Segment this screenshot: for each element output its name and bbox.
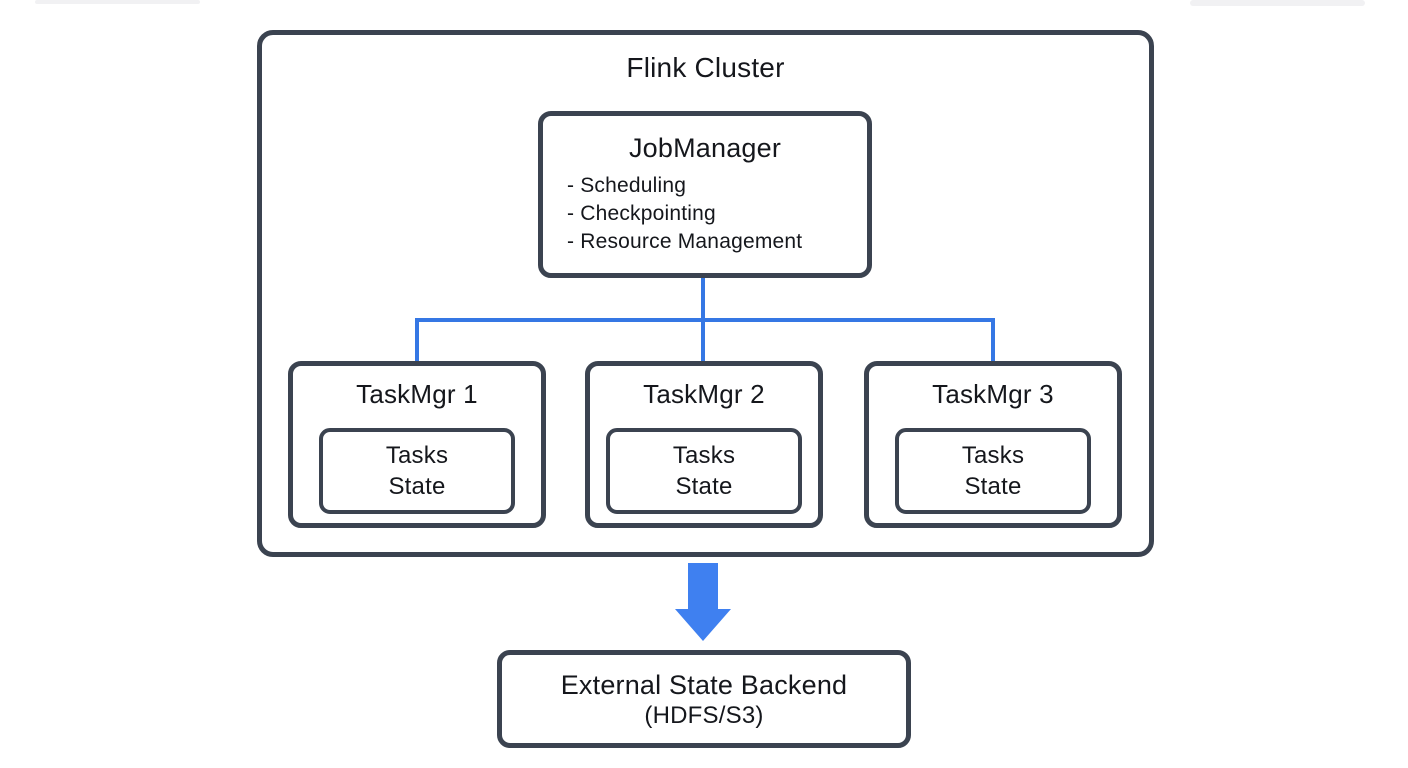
taskmgr3-box: TaskMgr 3 Tasks State	[864, 361, 1122, 528]
flink-cluster-title: Flink Cluster	[626, 52, 785, 83]
connector-drop-taskmgr1	[415, 318, 419, 362]
taskmgr1-state-label: State	[388, 473, 446, 500]
taskmgr3-tasks-state-box: Tasks State	[895, 428, 1091, 514]
external-backend-title: External State Backend	[560, 670, 848, 700]
top-right-crop-artifact	[1190, 0, 1365, 6]
jobmanager-box: JobManager - Scheduling - Checkpointing …	[538, 111, 872, 278]
connector-drop-taskmgr2	[701, 318, 705, 362]
taskmgr3-title: TaskMgr 3	[932, 379, 1054, 409]
jobmanager-bullet-scheduling: - Scheduling	[567, 174, 687, 197]
taskmgr2-title: TaskMgr 2	[643, 379, 765, 409]
jobmanager-bullet-list: - Scheduling - Checkpointing - Resource …	[567, 172, 867, 256]
connector-horizontal-bus	[415, 318, 995, 322]
taskmgr1-tasks-label: Tasks	[385, 442, 449, 469]
external-backend-subtitle: (HDFS/S3)	[644, 702, 764, 729]
top-left-crop-artifact	[35, 0, 200, 4]
taskmgr1-box: TaskMgr 1 Tasks State	[288, 361, 546, 528]
jobmanager-bullet-resource-management: - Resource Management	[567, 230, 803, 253]
taskmgr2-state-label: State	[675, 473, 733, 500]
jobmanager-bullet-checkpointing: - Checkpointing	[567, 202, 716, 225]
taskmgr1-tasks-state-box: Tasks State	[319, 428, 515, 514]
taskmgr3-state-label: State	[964, 473, 1022, 500]
taskmgr2-tasks-state-box: Tasks State	[606, 428, 802, 514]
taskmgr1-title: TaskMgr 1	[356, 379, 478, 409]
taskmgr2-box: TaskMgr 2 Tasks State	[585, 361, 823, 528]
external-state-backend-box: External State Backend (HDFS/S3)	[497, 650, 911, 748]
down-arrow-head-icon	[675, 609, 731, 641]
connector-jobmanager-stem	[701, 278, 705, 322]
down-arrow-icon	[688, 563, 718, 610]
connector-drop-taskmgr3	[991, 318, 995, 362]
taskmgr3-tasks-label: Tasks	[961, 442, 1025, 469]
jobmanager-title: JobManager	[628, 133, 782, 163]
taskmgr2-tasks-label: Tasks	[672, 442, 736, 469]
